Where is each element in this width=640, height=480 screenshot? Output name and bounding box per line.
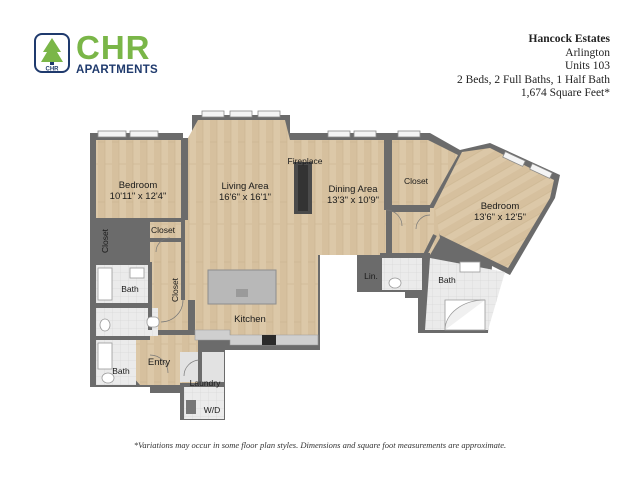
fireplace-label: Fireplace — [287, 156, 323, 166]
bedroom2-label: Bedroom 13'6" x 12'5" — [460, 201, 540, 223]
closet-mid-label: Closet — [170, 277, 180, 303]
closet-top-floor — [392, 140, 458, 205]
bedroom1-name: Bedroom — [118, 180, 158, 191]
bath3-label: Bath — [438, 275, 456, 285]
living-name: Living Area — [221, 181, 269, 192]
living-floor — [188, 120, 386, 345]
brand-name: CHR — [76, 29, 151, 66]
property-unit: Units 103 — [564, 60, 610, 72]
kitchen-island — [207, 269, 277, 305]
property-size: 1,674 Square Feet* — [520, 87, 610, 99]
entry-label: Entry — [147, 357, 171, 368]
tree-badge-icon: CHR — [34, 33, 70, 73]
closet-left-label: Closet — [100, 228, 110, 254]
dining-name: Dining Area — [328, 184, 378, 195]
bedroom1-dims: 10'11" x 12'4" — [109, 191, 167, 202]
logo-badge-text: CHR — [46, 67, 60, 73]
linen-label: Lin. — [364, 271, 378, 281]
entry-floor — [118, 335, 200, 385]
brand-sub: APARTMENTS — [76, 64, 159, 76]
closet-small-label: Closet — [150, 225, 176, 235]
property-layout: 2 Beds, 2 Full Baths, 1 Half Bath — [456, 73, 610, 86]
chr-logo: CHR CHR APARTMENTS — [34, 29, 159, 79]
bedroom2-dims: 13'6" x 12'5" — [473, 212, 527, 223]
closet-top-label: Closet — [403, 176, 429, 186]
kitchen-label: Kitchen — [234, 314, 266, 325]
living-label: Living Area 16'6" x 16'1" — [205, 181, 285, 203]
dining-dims: 13'3" x 10'9" — [326, 195, 380, 206]
property-city: Arlington — [565, 46, 610, 59]
laundry-label: Laundry — [189, 378, 221, 388]
bath2-label: Bath — [112, 366, 130, 376]
wd-label: W/D — [203, 405, 221, 415]
property-info: Hancock Estates Arlington Units 103 2 Be… — [457, 33, 610, 101]
property-name: Hancock Estates — [528, 33, 610, 45]
disclaimer: *Variations may occur in some floor plan… — [133, 440, 507, 450]
bedroom1-floor — [96, 140, 182, 218]
bath1-label: Bath — [121, 284, 139, 294]
living-dims: 16'6" x 16'1" — [218, 192, 272, 203]
bedroom2-floor — [430, 148, 554, 268]
bedroom1-label: Bedroom 10'11" x 12'4" — [98, 180, 178, 202]
bedroom2-name: Bedroom — [480, 201, 520, 212]
dining-label: Dining Area 13'3" x 10'9" — [313, 184, 393, 206]
